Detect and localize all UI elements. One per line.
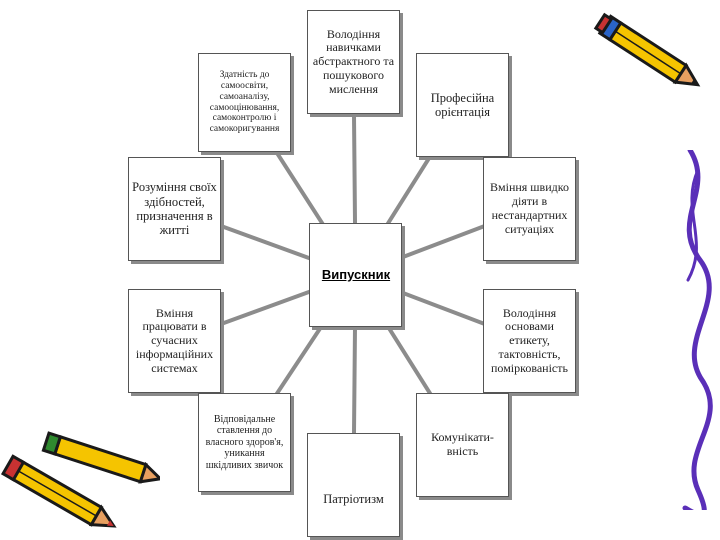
node-patriotism: Патріотизм: [307, 433, 400, 537]
node-self-understanding-text: Розуміння своїх здібностей, призначення …: [132, 180, 217, 238]
node-self-understanding: Розуміння своїх здібностей, призначення …: [128, 157, 221, 261]
center-label: Випускник: [321, 267, 391, 282]
node-professional-orientation: Професійна орієнтація: [416, 53, 509, 157]
node-fast-action-text: Вміння швидко діяти в нестандартних ситу…: [490, 180, 569, 236]
node-info-systems-text: Вміння працювати в сучасних інформаційни…: [135, 305, 214, 375]
node-communication: Комунікати-вність: [416, 393, 509, 497]
node-abstract-thinking-text: Володіння навичками абстрактного та пошу…: [312, 26, 395, 96]
node-fast-action: Вміння швидко діяти в нестандартних ситу…: [483, 157, 576, 261]
node-info-systems: Вміння працювати в сучасних інформаційни…: [128, 289, 221, 393]
node-self-education: Здатність до самоосвіти, самоаналізу, са…: [198, 53, 291, 152]
swirl-decoration: [682, 150, 713, 510]
node-etiquette: Володіння основами етикету, тактовність,…: [483, 289, 576, 393]
center-box: [309, 223, 402, 327]
node-communication-text: Комунікати-вність: [431, 430, 494, 458]
node-professional-orientation-text: Професійна орієнтація: [430, 90, 495, 119]
pencil-icon: [593, 12, 701, 87]
node-patriotism-text: Патріотизм: [323, 491, 384, 506]
node-health: Відповідальне ставлення до власного здор…: [198, 393, 291, 492]
node-health-text: Відповідальне ставлення до власного здор…: [205, 413, 284, 471]
node-abstract-thinking: Володіння навичками абстрактного та пошу…: [307, 10, 400, 114]
node-etiquette-text: Володіння основами етикету, тактовність,…: [491, 305, 568, 375]
node-self-education-text: Здатність до самоосвіти, самоаналізу, са…: [209, 69, 280, 135]
crossed-pencils-icon: [0, 431, 160, 528]
